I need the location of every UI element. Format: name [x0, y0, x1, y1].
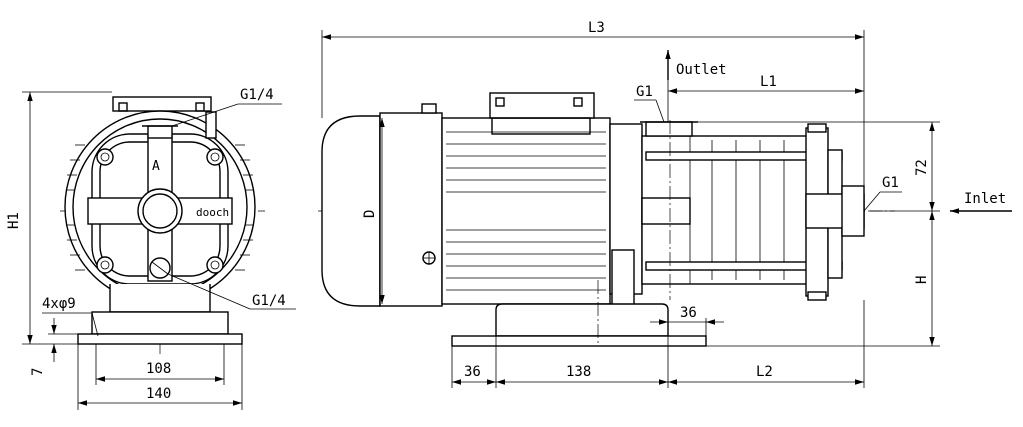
side-base-foot [451, 335, 707, 347]
label-g1-outlet: G1 [636, 84, 653, 100]
label-g14-top: G1/4 [240, 87, 274, 103]
endcap-nut-top [807, 123, 827, 133]
terminal-screw-left [118, 102, 128, 112]
front-base-upper [91, 311, 229, 335]
label-outlet: Outlet [676, 62, 727, 78]
endcap-nut-bottom [807, 291, 827, 301]
motor-support [611, 249, 635, 311]
motor-end-body [379, 112, 443, 307]
label-l3: L3 [588, 20, 605, 36]
label-72: 72 [914, 159, 930, 176]
label-36-right: 36 [680, 305, 697, 321]
label-108: 108 [146, 361, 171, 377]
label-holes: 4xφ9 [42, 296, 76, 312]
cooling-fins-left [66, 144, 85, 271]
inlet-port [841, 185, 865, 237]
label-138: 138 [566, 364, 591, 380]
label-h: H [914, 276, 930, 284]
bolt-icon [96, 148, 224, 274]
side-pedestal [495, 303, 669, 337]
fan-cover [321, 115, 381, 307]
rotation-letter: A [152, 159, 160, 174]
front-view: dooch A G1/4 G1/4 4xφ9 H1 7 108 [6, 87, 296, 410]
leader-g14-top [171, 103, 239, 127]
top-port-g14 [147, 125, 173, 139]
side-view: L3 Outlet L1 G1 D 72 H G1 Inlet [318, 20, 1012, 388]
pump-shaft-housing [641, 197, 691, 225]
label-g1-inlet: G1 [882, 175, 899, 191]
label-140: 140 [146, 386, 171, 402]
front-center-boss [137, 188, 183, 234]
cooling-fins-right [235, 144, 254, 271]
label-l2: L2 [756, 364, 773, 380]
label-inlet: Inlet [964, 191, 1006, 207]
side-drain [205, 111, 217, 139]
leader-g1-outlet [655, 99, 665, 123]
label-h1: H1 [6, 212, 22, 229]
finned-motor-body [441, 117, 611, 305]
side-terminal-box [489, 92, 595, 119]
label-g14-bottom: G1/4 [252, 293, 286, 309]
front-pedestal [109, 284, 211, 313]
front-base-foot [77, 333, 243, 345]
front-center-bore [142, 193, 178, 229]
label-l1: L1 [760, 74, 777, 90]
label-7: 7 [30, 368, 46, 376]
brand-label: dooch [196, 206, 229, 219]
label-36-left: 36 [464, 364, 481, 380]
terminal-screw-right [195, 102, 205, 112]
motor-top-fitting [421, 103, 437, 114]
outlet-port [645, 121, 693, 137]
label-d: D [362, 210, 378, 218]
motor-fins [446, 131, 606, 291]
leader-g1-inlet [863, 191, 881, 212]
leader-g14-bottom [167, 273, 251, 310]
